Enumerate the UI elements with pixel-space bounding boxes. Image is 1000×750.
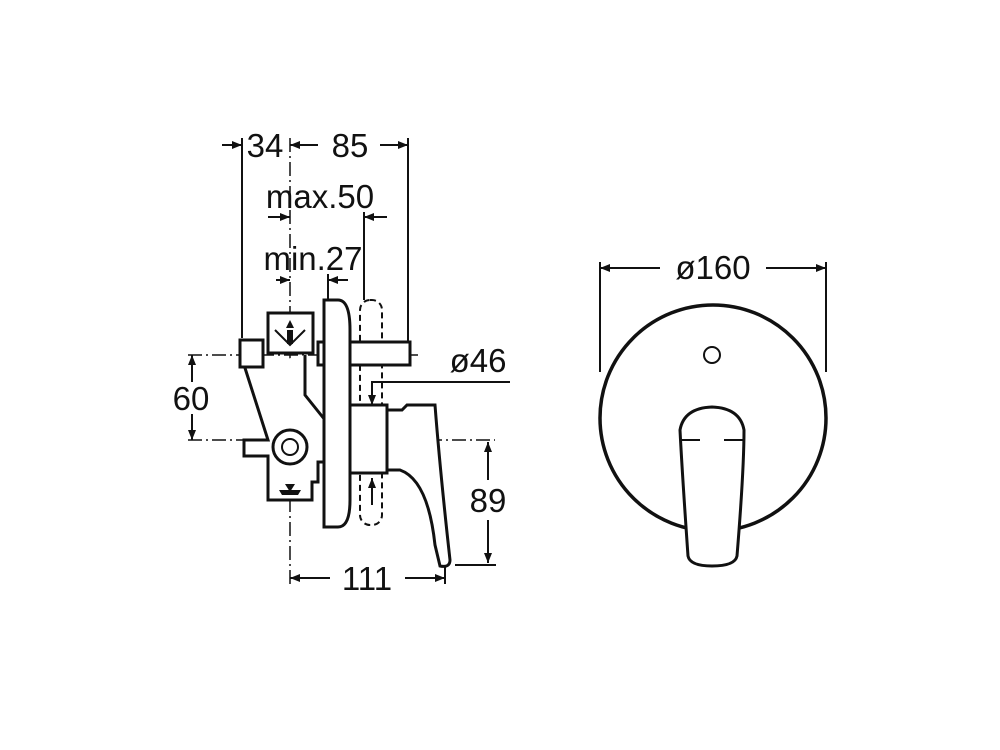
dim-34-label: 34: [247, 127, 284, 164]
inlet-pipe: [238, 338, 265, 369]
mixer-body: [348, 403, 389, 475]
dim-dia160-label: ø160: [675, 249, 750, 286]
dim-min27-label: min.27: [263, 240, 362, 277]
diverter-inner-circle: [281, 438, 299, 456]
lever-handle: [385, 403, 452, 568]
front-view: [598, 262, 828, 568]
dim-60-label: 60: [173, 380, 210, 417]
front-lever-handle: [678, 405, 746, 568]
wall-plate: [322, 298, 352, 529]
diverter-circle: [271, 428, 309, 466]
dim-85-label: 85: [332, 127, 369, 164]
dim-dia46-label: ø46: [450, 342, 507, 379]
down-flow-icon: [279, 484, 301, 495]
dim-max50-label: max.50: [266, 178, 374, 215]
diverter-knob-hole: [703, 346, 721, 364]
valve-body-frame: [242, 355, 327, 502]
side-view: [188, 138, 510, 585]
up-flow-icon: [286, 320, 294, 344]
valve-v-mark: [274, 329, 306, 347]
dim-89-label: 89: [470, 482, 507, 519]
leader-dia46-top: [368, 381, 510, 405]
dim-111-label: 111: [342, 560, 392, 597]
